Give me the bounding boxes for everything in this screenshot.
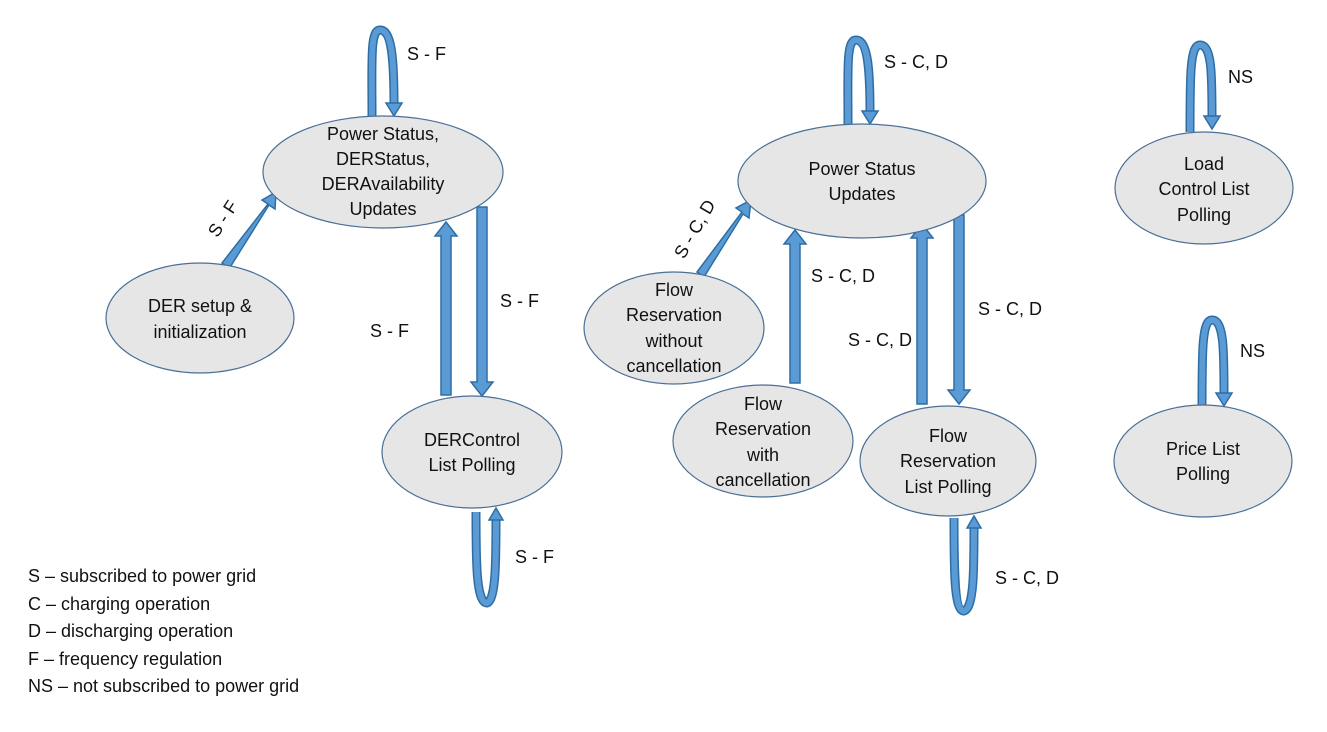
node-text-line: Flow <box>929 426 968 446</box>
edge-label-loop-price-list: NS <box>1240 341 1265 361</box>
loop-power-status-2 <box>843 35 880 126</box>
edge-label-loop-load-control: NS <box>1228 67 1253 87</box>
node-text-line: List Polling <box>428 455 515 475</box>
legend-item: C – charging operation <box>28 593 211 614</box>
node-text-line: Load <box>1184 154 1224 174</box>
edge-label-flow-polling-to-power-2: S - C, D <box>848 330 912 350</box>
arrow-setup-to-power-1 <box>220 190 277 271</box>
node-text-line: Reservation <box>626 305 722 325</box>
edge-label-power-1-to-dercontrol: S - F <box>500 291 539 311</box>
node-text-line: Updates <box>349 199 416 219</box>
edge-label-power-2-to-flow-polling: S - C, D <box>978 299 1042 319</box>
edge-label-with-to-power-2: S - C, D <box>811 266 875 286</box>
edge-label-loop-dercontrol: S - F <box>515 547 554 567</box>
loop-flow-polling <box>949 514 983 616</box>
svg-text:Power Status,DERStatus,DERAvai: Power Status, DERStatus, DERAvailabilityUp… <box>322 124 445 219</box>
node-text-line: Control List <box>1158 179 1249 199</box>
node-text-line: Updates <box>828 184 895 204</box>
arrow-dercontrol-to-power-1 <box>433 220 459 396</box>
svg-text:DER setup &initialization: DER setup & initialization <box>148 296 252 342</box>
node-text-line: Reservation <box>715 419 811 439</box>
loop-load-control <box>1185 40 1222 133</box>
node-text-line: DERControl <box>424 430 520 450</box>
loop-power-status-1 <box>367 25 404 118</box>
node-text-line: List Polling <box>904 477 991 497</box>
legend-item: S – subscribed to power grid <box>28 566 257 586</box>
edge-label-setup-to-power-1: S - F <box>204 197 242 241</box>
node-text-line: DER setup & <box>148 296 252 316</box>
edge-label-loop-flow-polling: S - C, D <box>995 568 1059 588</box>
node-text-line: Flow <box>744 394 783 414</box>
edge-label-loop-power-1: S - F <box>407 44 446 64</box>
node-text-line: Price List <box>1166 439 1240 459</box>
loop-dercontrol <box>471 506 505 608</box>
node-text-line: with <box>746 445 779 465</box>
arrow-without-to-power-2 <box>695 198 752 279</box>
legend: S – subscribed to power grid C – chargin… <box>28 563 299 701</box>
edge-label-loop-power-2: S - C, D <box>884 52 948 72</box>
node-text-line: cancellation <box>626 356 721 376</box>
arrow-flow-polling-to-power-2 <box>909 222 935 405</box>
node-text-line: cancellation <box>715 470 810 490</box>
node-text-line: Flow <box>655 280 694 300</box>
arrow-power-2-to-flow-polling <box>946 214 972 406</box>
loop-price-list <box>1197 315 1234 411</box>
edge-label-dercontrol-to-power-1: S - F <box>370 321 409 341</box>
node-text-line: Power Status <box>808 159 915 179</box>
node-text-line: without <box>644 331 702 351</box>
arrow-with-to-power-2 <box>782 228 808 384</box>
arrow-power-1-to-dercontrol <box>469 206 495 398</box>
node-text-line: Reservation <box>900 451 996 471</box>
node-text-line: Polling <box>1177 205 1231 225</box>
legend-item: D – discharging operation <box>28 621 234 641</box>
node-text-line: Polling <box>1176 464 1230 484</box>
node-text-line: initialization <box>153 322 246 342</box>
node-text-line: DERStatus, <box>336 149 430 169</box>
node-der-setup: DER setup & initialization <box>105 262 295 374</box>
node-text-line: DERAvailability <box>322 174 445 194</box>
node-text-line: Power Status, <box>327 124 439 144</box>
legend-item: NS – not subscribed to power grid <box>28 676 300 696</box>
legend-item: F – frequency regulation <box>28 648 223 669</box>
